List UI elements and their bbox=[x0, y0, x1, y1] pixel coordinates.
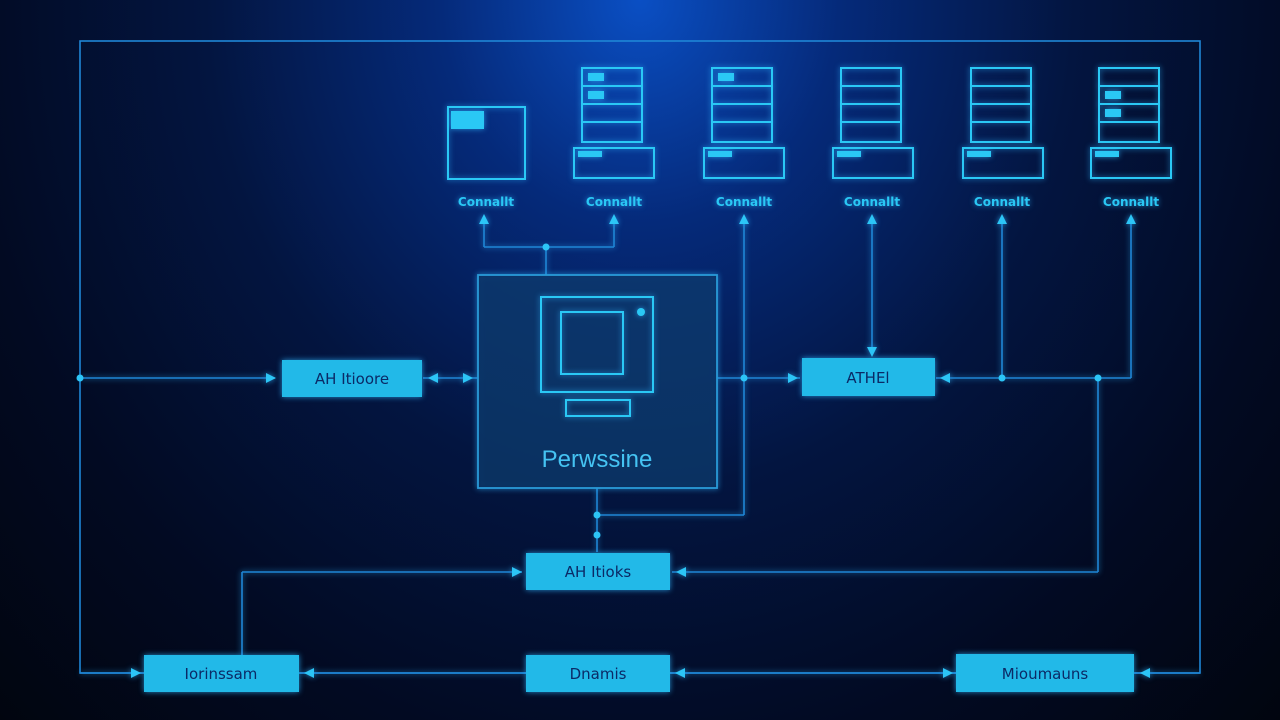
svg-text:Dnamis: Dnamis bbox=[570, 665, 627, 683]
connections bbox=[80, 214, 1200, 678]
box-center-low[interactable]: AH Itioks bbox=[526, 553, 670, 590]
box-bottom-left[interactable]: Iorinssam bbox=[144, 655, 299, 692]
device-label-3: Connallt bbox=[716, 195, 772, 209]
computer-monitor-icon bbox=[540, 296, 654, 417]
server-device-icon[interactable]: Connallt bbox=[573, 67, 655, 209]
box-right-mid[interactable]: ATHEl bbox=[802, 358, 935, 396]
box-bottom-center[interactable]: Dnamis bbox=[526, 655, 670, 692]
svg-text:ATHEl: ATHEl bbox=[846, 369, 889, 387]
box-bottom-right[interactable]: Mioumauns bbox=[956, 654, 1134, 692]
center-node[interactable]: Perwssine bbox=[477, 274, 718, 489]
server-device-icon[interactable]: Connallt bbox=[1090, 67, 1172, 209]
svg-text:Mioumauns: Mioumauns bbox=[1002, 665, 1089, 683]
server-device-icon[interactable]: Connallt bbox=[703, 67, 785, 209]
box-left-mid[interactable]: AH Itioore bbox=[282, 360, 422, 397]
device-label-1: Connallt bbox=[458, 195, 514, 209]
monitor-device-icon[interactable]: Connallt bbox=[447, 106, 526, 209]
device-label-5: Connallt bbox=[974, 195, 1030, 209]
device-label-4: Connallt bbox=[844, 195, 900, 209]
junction-dots bbox=[76, 243, 1102, 539]
svg-text:AH Itioore: AH Itioore bbox=[315, 370, 389, 388]
devices: Connallt Connallt Connallt Connallt bbox=[447, 67, 1172, 209]
device-label-6: Connallt bbox=[1103, 195, 1159, 209]
server-device-icon[interactable]: Connallt bbox=[832, 67, 914, 209]
server-device-icon[interactable]: Connallt bbox=[962, 67, 1044, 209]
svg-text:AH Itioks: AH Itioks bbox=[565, 563, 632, 581]
svg-text:Iorinssam: Iorinssam bbox=[185, 665, 258, 683]
labeled-boxes: AH Itioore ATHEl AH Itioks Iorinssam Dna… bbox=[144, 358, 1134, 692]
center-node-label: Perwssine bbox=[542, 446, 653, 473]
device-label-2: Connallt bbox=[586, 195, 642, 209]
